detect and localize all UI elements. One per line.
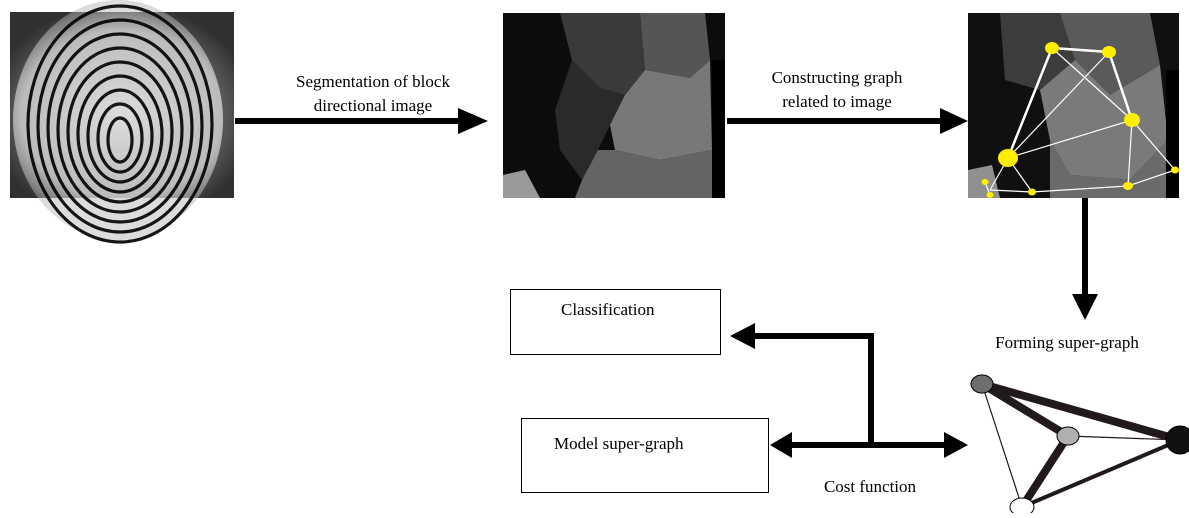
model-super-graph-label: Model super-graph bbox=[554, 434, 684, 453]
segmentation-label-line2: directional image bbox=[313, 96, 433, 115]
arrow-cost-function bbox=[790, 442, 946, 448]
graph-image bbox=[968, 13, 1179, 198]
super-graph bbox=[970, 374, 1189, 517]
classification-label: Classification bbox=[561, 300, 655, 319]
fingerprint-image bbox=[10, 0, 234, 244]
super-graph-node bbox=[970, 374, 994, 394]
super-graph-node bbox=[1009, 497, 1035, 517]
model-super-graph-box: Model super-graph bbox=[521, 418, 769, 493]
graph-label-line2: related to image bbox=[782, 92, 892, 111]
arrow-classification bbox=[868, 335, 874, 442]
arrows bbox=[235, 108, 1098, 458]
segmentation-label: Segmentation of block directional image bbox=[268, 70, 478, 118]
arrow-graph bbox=[727, 118, 942, 124]
graph-label-line1: Constructing graph bbox=[771, 68, 903, 87]
cost-function-label: Cost function bbox=[823, 477, 917, 496]
arrow-down bbox=[1082, 198, 1088, 296]
super-graph-node bbox=[1056, 426, 1080, 446]
segmented-image bbox=[503, 13, 725, 198]
segmentation-label-line1: Segmentation of block bbox=[296, 72, 450, 91]
super-graph-node bbox=[1165, 425, 1189, 455]
super-graph-label: Forming super-graph bbox=[995, 333, 1139, 352]
arrow-segmentation bbox=[235, 118, 460, 124]
graph-label: Constructing graph related to image bbox=[748, 66, 926, 114]
classification-box: Classification bbox=[510, 289, 721, 355]
